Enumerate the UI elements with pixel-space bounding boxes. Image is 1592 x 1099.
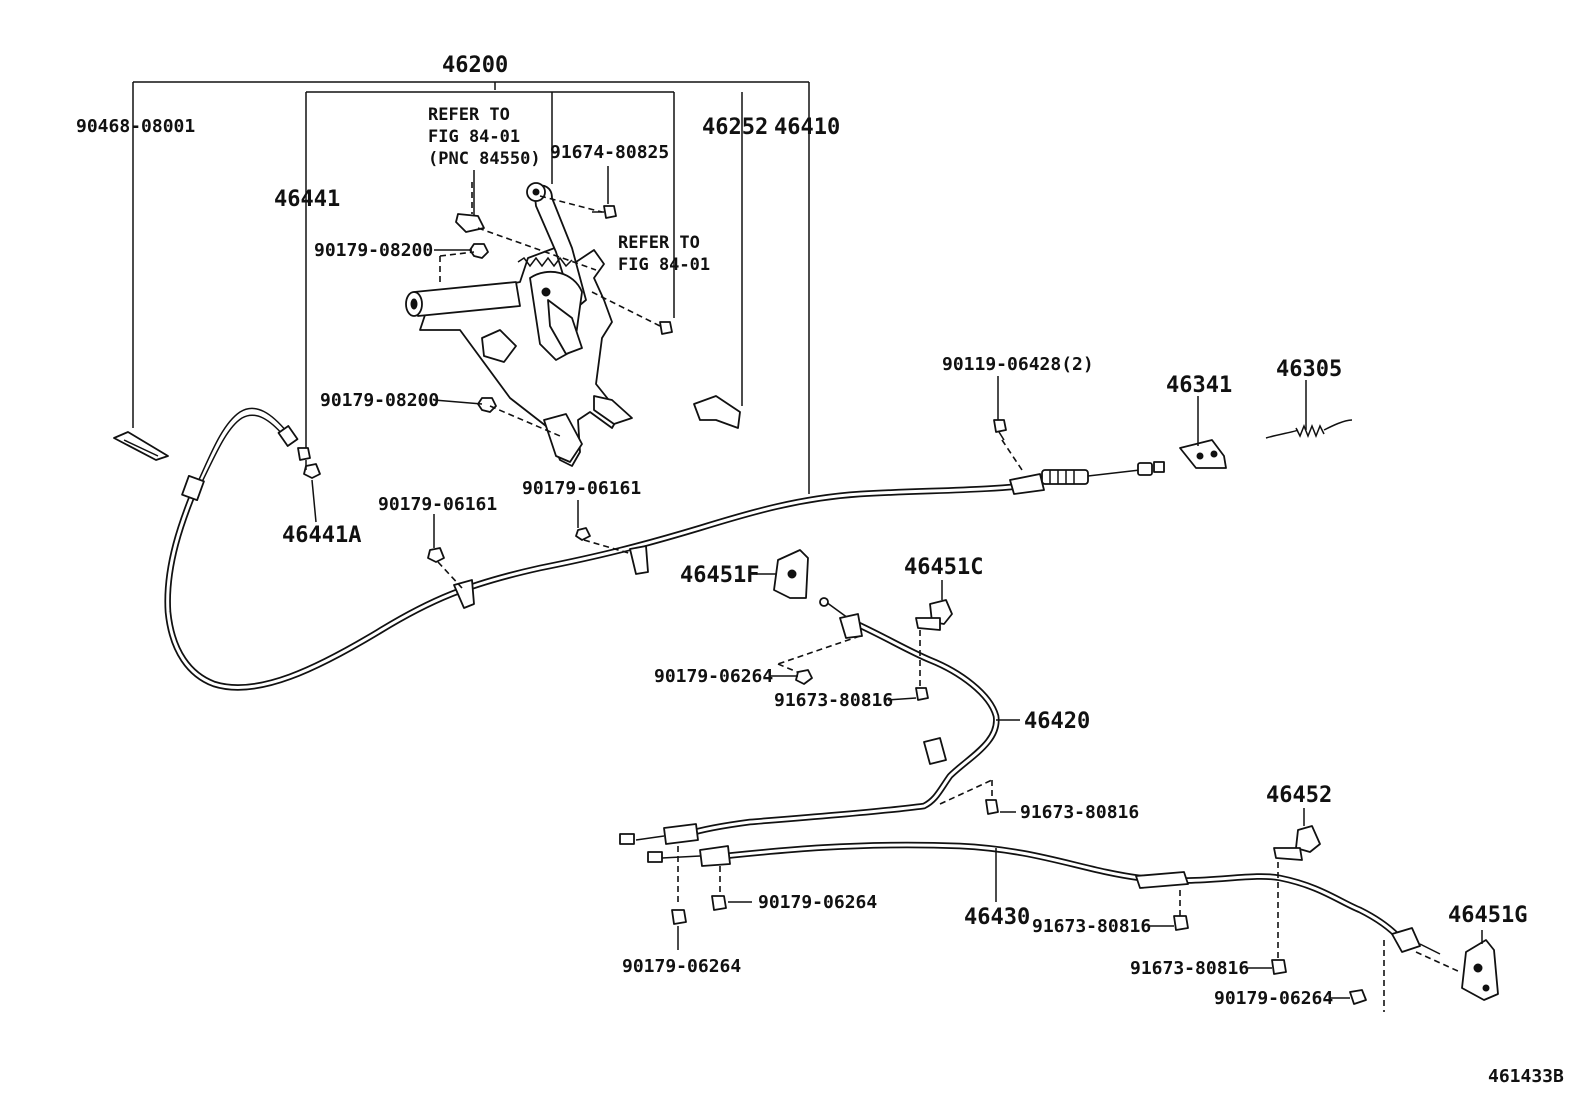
label-90179-06264-c: 90179-06264 bbox=[622, 956, 741, 977]
clip-nuts-90179-06161 bbox=[427, 527, 633, 589]
rear-cable-46430 bbox=[647, 825, 1499, 1012]
label-91674-80825: 91674-80825 bbox=[550, 142, 669, 163]
label-46441: 46441 bbox=[274, 187, 340, 212]
label-46420: 46420 bbox=[1024, 709, 1090, 734]
label-46451G: 46451G bbox=[1448, 903, 1527, 928]
label-46305: 46305 bbox=[1276, 357, 1342, 382]
label-90179-08200-upper: 90179-08200 bbox=[314, 240, 433, 261]
label-46451F: 46451F bbox=[680, 563, 759, 588]
refer-note-2-line1: REFER TO bbox=[618, 233, 700, 253]
refer-note-1-line3: (PNC 84550) bbox=[428, 149, 541, 169]
label-90179-06264-a: 90179-06264 bbox=[654, 666, 773, 687]
label-91673-80816-b: 91673-80816 bbox=[1020, 802, 1139, 823]
front-cable-46410 bbox=[164, 407, 1165, 691]
assembly-bracket-46200 bbox=[132, 81, 810, 494]
label-91673-80816-c: 91673-80816 bbox=[1032, 916, 1151, 937]
brake-pedal-assembly bbox=[405, 182, 741, 467]
label-46200: 46200 bbox=[442, 53, 508, 78]
washer-46441-parts bbox=[297, 447, 321, 479]
callout-labels: 46200 90468-08001 46441 46441A REFER TO … bbox=[76, 53, 1564, 1087]
label-90179-06161-left: 90179-06161 bbox=[378, 494, 497, 515]
label-90179-06264-b: 90179-06264 bbox=[758, 892, 877, 913]
label-91673-80816-a: 91673-80816 bbox=[774, 690, 893, 711]
label-46451C: 46451C bbox=[904, 555, 983, 580]
label-90179-06161-right: 90179-06161 bbox=[522, 478, 641, 499]
label-46441A: 46441A bbox=[282, 523, 361, 548]
refer-note-1-line1: REFER TO bbox=[428, 105, 510, 125]
label-90179-06264-d: 90179-06264 bbox=[1214, 988, 1333, 1009]
label-46341: 46341 bbox=[1166, 373, 1232, 398]
label-46452: 46452 bbox=[1266, 783, 1332, 808]
label-91673-80816-d: 91673-80816 bbox=[1130, 958, 1249, 979]
label-46430: 46430 bbox=[964, 905, 1030, 930]
figure-id: 461433B bbox=[1488, 1066, 1564, 1087]
rear-cable-46420 bbox=[619, 549, 1000, 906]
refer-note-2-line2: FIG 84-01 bbox=[618, 255, 710, 275]
label-90468-08001: 90468-08001 bbox=[76, 116, 195, 137]
leader-lines bbox=[305, 166, 1483, 999]
fasteners bbox=[671, 669, 1367, 1005]
refer-note-1-line2: FIG 84-01 bbox=[428, 127, 520, 147]
bolt-90468-08001 bbox=[113, 431, 169, 461]
equalizer-parts bbox=[993, 419, 1353, 471]
label-46252: 46252 bbox=[702, 115, 768, 140]
label-90179-08200-lower: 90179-08200 bbox=[320, 390, 439, 411]
label-46410: 46410 bbox=[774, 115, 840, 140]
label-90119-06428: 90119-06428(2) bbox=[942, 354, 1094, 375]
